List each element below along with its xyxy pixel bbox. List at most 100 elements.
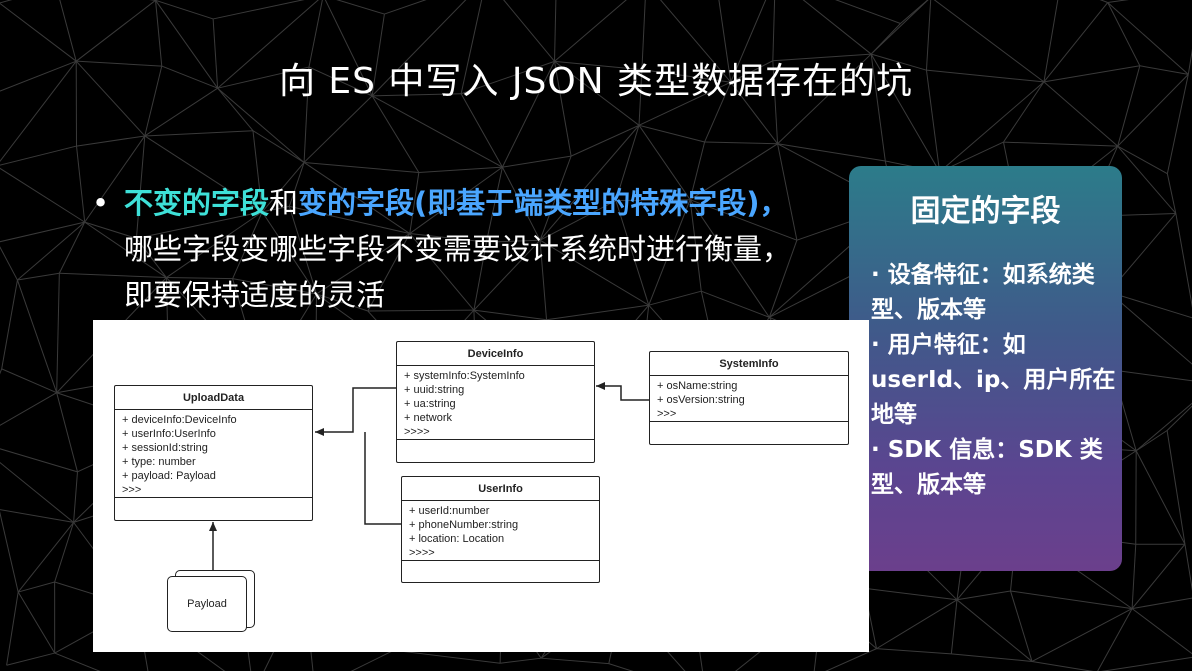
network-line [288,162,305,207]
network-line [1003,81,1045,143]
network-line [539,239,650,306]
network-line [704,81,732,143]
network-line [232,211,263,279]
network-line [1100,656,1192,671]
class-field: >>> [657,408,677,420]
network-line [689,199,798,241]
class-field: + userId:number [409,505,490,517]
network-line [835,0,901,24]
network-line [730,60,774,83]
network-line [638,125,691,200]
network-line [1135,430,1168,452]
network-line [336,0,385,15]
network-line [486,239,541,243]
network-line [84,221,167,278]
uml-diagram: UploadData + deviceInfo:DeviceInfo + use… [93,320,869,652]
network-line [1010,590,1133,610]
network-line [1117,145,1177,214]
class-field: + systemInfo:SystemInfo [404,370,525,382]
network-line [155,0,219,89]
network-line [956,599,1033,662]
network-line [1175,213,1192,308]
network-line [0,60,77,92]
fixed-fields-highlight: 不变的字段 [124,186,270,220]
network-line [409,172,420,234]
network-line [367,233,411,312]
class-field: + network [404,412,452,424]
fixed-fields-card: 固定的字段 · 设备特征：如系统类型、版本等 · 用户特征：如 userId、i… [849,166,1122,571]
class-field: >>>> [409,547,435,559]
network-line [1166,173,1177,214]
bullet-rest: 哪些字段变哪些字段不变需要设计系统时进行衡量，即要保持适度的灵活 [124,232,792,312]
network-line [155,0,214,20]
user-to-upload-arrow [364,432,401,525]
network-line [0,461,74,523]
class-field: + deviceInfo:DeviceInfo [122,414,237,426]
network-line [1043,65,1140,83]
network-line [144,135,263,213]
network-line [870,0,929,55]
class-system-info: SystemInfo + osName:string + osVersion:s… [649,351,849,445]
variable-fields-highlight: 变的字段(即基于端类型的特殊字段) [298,186,760,220]
class-field: + sessionId:string [122,442,208,454]
class-name: UploadData [115,386,312,410]
network-line [554,61,572,157]
network-line [1187,48,1192,75]
card-item-device: · 设备特征：如系统类型、版本等 [871,262,1095,323]
network-line [1107,0,1129,4]
network-line [777,53,872,145]
network-line [84,221,137,239]
network-line [772,0,776,61]
network-line [6,591,19,666]
network-line [0,368,3,375]
network-line [539,240,548,320]
class-fields: + deviceInfo:DeviceInfo + userInfo:UserI… [115,410,312,500]
card-item-user: · 用户特征：如 userId、ip、用户所在地等 [871,332,1116,428]
network-line [689,199,770,318]
network-line [870,53,941,173]
class-field: >>> [122,484,142,496]
network-line [870,53,886,162]
network-line [213,0,305,20]
network-line [393,649,501,664]
network-line [503,0,555,62]
network-line [1117,73,1189,147]
network-line [704,141,778,145]
network-line [1166,430,1186,545]
network-line [59,0,77,62]
network-line [1112,369,1192,382]
network-line [84,135,146,223]
network-line [1099,0,1108,3]
network-line [956,590,1011,601]
network-line [16,279,58,393]
network-line [1184,544,1192,591]
class-name: UserInfo [402,477,599,501]
network-line [54,652,101,671]
network-line [500,657,542,664]
network-line [1117,145,1168,175]
network-line [409,233,487,243]
network-line [539,124,640,241]
network-line [17,221,86,281]
network-line [76,146,86,223]
network-line [554,60,640,126]
network-line [0,2,77,62]
card-items: · 设备特征：如系统类型、版本等 · 用户特征：如 userId、ip、用户所在… [871,258,1119,503]
network-line [75,0,156,62]
network-line [502,155,572,168]
card-item-sdk: · SDK 信息：SDK 类型、版本等 [871,437,1103,498]
network-line [56,273,60,393]
network-line [6,652,55,666]
network-line [825,648,877,671]
network-line [777,143,798,241]
network-line [303,95,373,163]
network-line [1,368,57,394]
bullet-comma: ， [759,186,789,220]
network-line [1117,65,1141,147]
network-line [371,13,385,96]
network-line [261,211,317,295]
network-line [1135,450,1186,545]
network-line [161,65,218,89]
network-line [554,0,557,62]
network-line [17,591,56,654]
